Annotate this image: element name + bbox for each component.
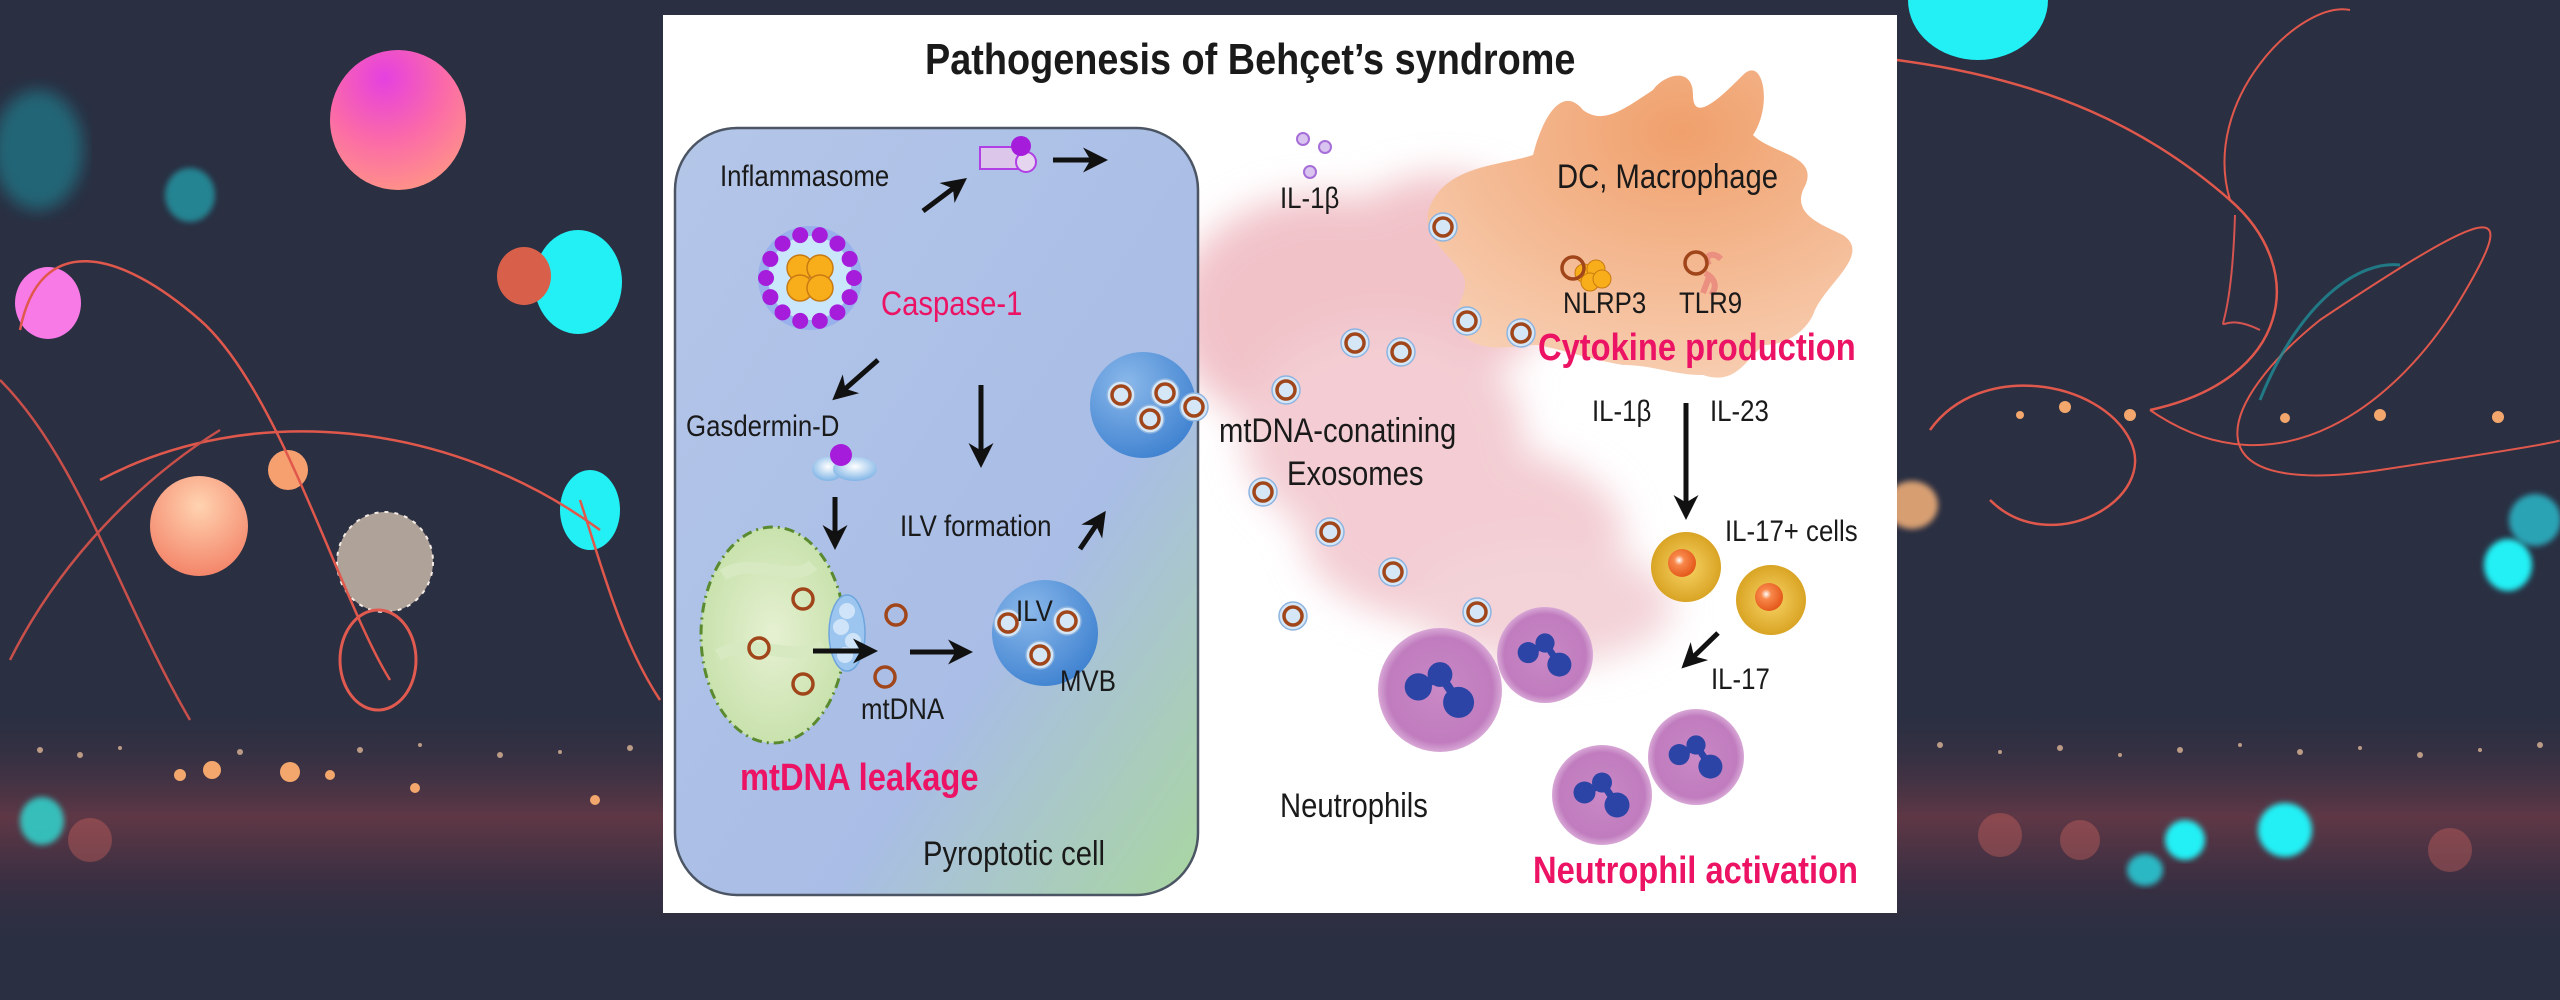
dc-macrophage-label: DC, Macrophage (1557, 158, 1779, 196)
exosome-icon (1340, 328, 1370, 358)
exosome-icon (1052, 606, 1082, 636)
mtdna-leakage-label: mtDNA leakage (740, 757, 979, 799)
tlr9-label: TLR9 (1679, 287, 1743, 320)
inflammasome-icon (758, 226, 862, 330)
exosomes-label-line1: mtDNA-conatining (1219, 412, 1457, 450)
figure-title: Pathogenesis of Behçet’s syndrome (925, 35, 1576, 84)
exosome-icon (1315, 517, 1345, 547)
mitochondrion-icon (699, 525, 847, 745)
il1b-release-label: IL-1β (1280, 182, 1340, 215)
inflammasome-dot (758, 270, 774, 286)
pink-sphere (330, 50, 466, 190)
mtdna-rings (747, 587, 908, 696)
inflammasome-dot (829, 235, 846, 252)
pyroptotic-cell-label: Pyroptotic cell (923, 835, 1106, 873)
neutrophils-label: Neutrophils (1280, 787, 1428, 825)
exosome-icon (1179, 392, 1209, 422)
inflammasome-dot (846, 270, 862, 286)
inflammasome-dot (841, 289, 858, 306)
exosome-icon (1248, 477, 1278, 507)
inflammasome-dot (774, 235, 791, 252)
ilv-formation-label: ILV formation (900, 510, 1052, 543)
exosome-group (1179, 212, 1536, 631)
il17-cell (1736, 565, 1806, 635)
mtdna-label: mtDNA (861, 693, 945, 726)
pro-il1b-icon (979, 136, 1037, 173)
il17-label: IL-17 (1711, 663, 1770, 696)
inflammasome-dot (841, 250, 858, 267)
exosome-icon (1271, 375, 1301, 405)
ilv-label: ILV (1016, 595, 1053, 628)
mvb-label: MVB (1060, 665, 1116, 698)
exosome-icon (1278, 601, 1308, 631)
diagram-graphics (673, 70, 1853, 897)
exosome-icon (1386, 337, 1416, 367)
exosome-icon (1452, 306, 1482, 336)
pathway-arrows (813, 147, 1720, 669)
tlr9-icon (1683, 250, 1724, 297)
gasdermin-d-label: Gasdermin-D (686, 410, 840, 443)
exosome-icon (1428, 212, 1458, 242)
cyan-sphere (1908, 0, 2048, 60)
exosomes-label-line2: Exosomes (1287, 455, 1424, 493)
inflammasome-dot (762, 289, 779, 306)
caspase-1-label: Caspase-1 (881, 285, 1023, 323)
neutrophil-cell (1378, 628, 1502, 752)
exosome-icon (1150, 378, 1180, 408)
neutrophil-activation-label: Neutrophil activation (1533, 850, 1859, 892)
cytokine-production-label: Cytokine production (1538, 327, 1856, 369)
bokeh-teal (0, 90, 83, 210)
il17-cells-label: IL-17+ cells (1725, 515, 1858, 548)
exosome-icon (1506, 318, 1536, 348)
inflammasome-dot (829, 304, 846, 321)
inflammasome-dot (792, 312, 809, 329)
neutrophil-cell (1552, 745, 1652, 845)
gasdermin-d-icon (812, 444, 877, 481)
neutrophil-cell (1648, 709, 1744, 805)
exosome-icon (1378, 557, 1408, 587)
mvb-icon (992, 580, 1098, 686)
nlrp3-label: NLRP3 (1563, 287, 1647, 320)
inflammasome-dot (792, 227, 809, 244)
neutrophil-cell (1497, 607, 1593, 703)
il1b-particles (1296, 132, 1332, 179)
il17-cell (1651, 532, 1721, 602)
mesh-sphere (337, 512, 433, 612)
exosome-icon (1025, 640, 1055, 670)
inflammasome-dot (762, 250, 779, 267)
exosome-icon (993, 608, 1023, 638)
gsdmd-pore-icon (828, 594, 866, 672)
inflammasome-label: Inflammasome (720, 160, 890, 193)
exosome-icon (1462, 597, 1492, 627)
figure-panel: Pathogenesis of Behçet’s syndrome Inflam… (663, 15, 1897, 913)
inflammasome-dot (811, 312, 828, 329)
exosome-icon (1106, 380, 1136, 410)
nlrp3-icon (1560, 255, 1612, 292)
exosome-icon (1135, 404, 1165, 434)
mvb-fusing-icon (1090, 352, 1196, 458)
inflammasome-dot (811, 227, 828, 244)
dc-macrophage-cell (1427, 70, 1853, 378)
il23-label: IL-23 (1710, 395, 1769, 428)
inflammasome-dot (774, 304, 791, 321)
il1b-label: IL-1β (1592, 395, 1652, 428)
